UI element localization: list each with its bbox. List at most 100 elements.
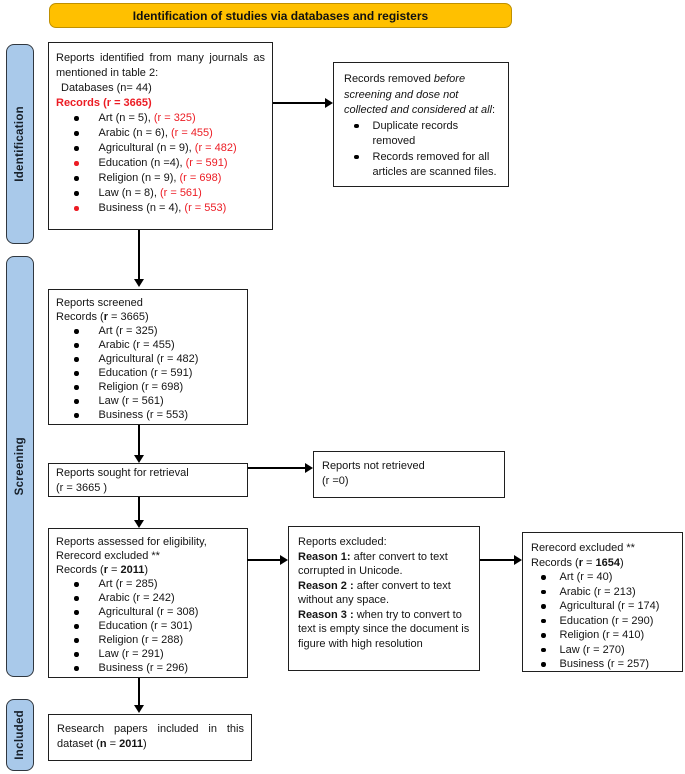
list-item: Agricultural (n = 9), (r = 482) [56, 141, 265, 156]
bullet-icon [541, 633, 546, 638]
identified-box: Reports identified from many journals as… [48, 42, 273, 230]
list-item-text: Agricultural (r = 174) [559, 600, 660, 612]
list-item: Religion (r = 410) [531, 628, 676, 643]
list-item-text: Agricultural (r = 308) [98, 606, 199, 618]
bullet-icon [74, 146, 79, 151]
bullet-icon [74, 329, 79, 334]
list-item: Art (r = 40) [531, 570, 676, 585]
list-item: Law (r = 270) [531, 643, 676, 658]
arrow-screened-to-sought-line [138, 425, 140, 456]
included-box: Research papers included in this dataset… [48, 714, 252, 761]
excluded-reason-2: Reason 2 : after convert to text without… [298, 579, 451, 607]
bullet-icon [74, 343, 79, 348]
excluded-reason-1: Reason 1: after convert to text corrupte… [298, 550, 448, 578]
list-item-text: Religion (r = 288) [98, 634, 184, 646]
bullet-icon [541, 662, 546, 667]
list-item-text: Art (r = 325) [98, 325, 158, 337]
arrow-assessed-to-included-head [134, 705, 144, 713]
rerecord-box: Rerecord excluded ** Records (r = 1654) … [522, 532, 683, 672]
bullet-icon [74, 191, 79, 196]
list-item: Art (r = 285) [56, 577, 240, 591]
not-retrieved-box: Reports not retrieved (r =0) [313, 451, 505, 498]
bullet-icon [74, 596, 79, 601]
arrow-assessed-to-included-line [138, 678, 140, 706]
bullet-icon [74, 610, 79, 615]
included-text: Research papers included in this dataset… [57, 723, 244, 750]
sought-line1: Reports sought for retrieval [56, 467, 189, 479]
list-item: Arabic (r = 213) [531, 585, 676, 600]
arrow-assessed-to-excluded-line [247, 559, 281, 561]
identified-intro: Reports identified from many journals as… [56, 52, 265, 79]
phase-label-identification: Identification [14, 106, 26, 182]
screened-box: Reports screened Records (r = 3665) Art … [48, 289, 248, 425]
bullet-icon [74, 624, 79, 629]
bullet-icon [74, 116, 79, 121]
arrow-sought-to-assessed-head [134, 520, 144, 528]
list-item: Arabic (n = 6), (r = 455) [56, 126, 265, 141]
list-item: Art (n = 5), (r = 325) [56, 111, 265, 126]
bullet-icon [74, 413, 79, 418]
list-item-text: Records removed for all articles are sca… [372, 150, 497, 179]
list-item-text: Agricultural (n = 9), (r = 482) [98, 142, 237, 154]
list-item: Business (r = 296) [56, 661, 240, 675]
phase-label-screening: Screening [14, 437, 26, 496]
phase-bar-included: Included [6, 699, 34, 771]
list-item-text: Law (n = 8), (r = 561) [98, 187, 202, 199]
identified-records: Records (r = 3665) [56, 97, 152, 109]
list-item: Religion (r = 288) [56, 633, 240, 647]
list-item-text: Arabic (r = 213) [559, 585, 636, 598]
arrow-sought-to-notretrieved-head [305, 463, 313, 473]
list-item-text: Law (r = 561) [98, 395, 164, 407]
phase-bar-identification: Identification [6, 44, 34, 244]
list-item: Education (r = 591) [56, 366, 240, 380]
not-retrieved-line2: (r =0) [322, 475, 349, 487]
list-item: Agricultural (r = 482) [56, 352, 240, 366]
list-item: Law (r = 561) [56, 394, 240, 408]
bullet-icon [541, 575, 546, 580]
list-item: Arabic (r = 242) [56, 591, 240, 605]
bullet-icon [74, 652, 79, 657]
bullet-icon [74, 357, 79, 362]
list-item: Education (r = 301) [56, 619, 240, 633]
bullet-icon [74, 666, 79, 671]
list-item-text: Arabic (n = 6), (r = 455) [98, 127, 213, 139]
list-item-text: Art (r = 285) [98, 578, 158, 590]
arrow-identified-to-screened-line [138, 230, 140, 279]
list-item-text: Business (r = 296) [98, 662, 189, 674]
assessed-box: Reports assessed for eligibility, Rereco… [48, 528, 248, 678]
bullet-icon [74, 131, 79, 136]
list-item-text: Law (r = 291) [98, 648, 164, 660]
list-item-text: Education (r = 591) [98, 367, 193, 379]
list-item: Education (n =4), (r = 591) [56, 156, 265, 171]
list-item-text: Art (r = 40) [559, 571, 613, 583]
sought-box: Reports sought for retrieval (r = 3665 ) [48, 463, 248, 497]
arrow-identified-to-removed-line [273, 102, 325, 104]
arrow-screened-to-sought-head [134, 455, 144, 463]
list-item-text: Business (n = 4), (r = 553) [98, 202, 227, 214]
list-item-text: Religion (n = 9), (r = 698) [98, 172, 222, 184]
arrow-identified-to-screened-head [134, 279, 144, 287]
list-item-text: Education (r = 290) [559, 614, 654, 627]
list-item-text: Education (n =4), (r = 591) [98, 157, 228, 169]
list-item: Business (n = 4), (r = 553) [56, 201, 265, 216]
list-item-text: Arabic (r = 242) [98, 592, 175, 604]
bullet-icon [541, 618, 546, 623]
list-item-text: Art (n = 5), (r = 325) [98, 112, 196, 124]
assessed-line2: Rerecord excluded ** [56, 550, 160, 562]
list-item-text: Law (r = 270) [559, 643, 625, 656]
bullet-icon [74, 176, 79, 181]
list-item: Art (r = 325) [56, 324, 240, 338]
bullet-icon [541, 589, 546, 594]
phase-label-included: Included [14, 710, 26, 760]
arrow-sought-to-assessed-line [138, 497, 140, 521]
excluded-reason-3: Reason 3 : when try to convert to text i… [298, 608, 470, 650]
bullet-icon [74, 582, 79, 587]
assessed-records: Records (r = 2011) [56, 564, 149, 576]
rerecord-line1: Rerecord excluded ** [531, 542, 635, 554]
bullet-icon [74, 385, 79, 390]
bullet-icon [541, 647, 546, 652]
list-item-text: Business (r = 553) [98, 409, 189, 421]
identified-databases: Databases (n= 44) [61, 82, 152, 94]
rerecord-records: Records (r = 1654) [531, 556, 624, 569]
